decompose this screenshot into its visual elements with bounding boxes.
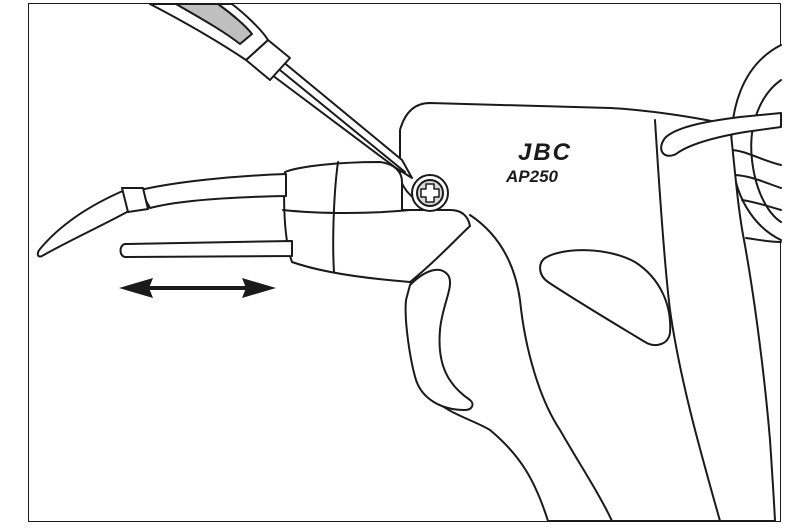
grip-seam [654, 119, 721, 522]
nozzle-holder [283, 161, 471, 283]
nozzle-holder-edge [332, 161, 339, 273]
nozzle-holder-seam [282, 209, 411, 214]
side-button [539, 249, 672, 346]
nozzle-tip [36, 189, 139, 258]
grip-seam-front [469, 214, 613, 522]
brand-label: JBC [518, 139, 572, 166]
right-hose [745, 237, 782, 243]
feed-tube [139, 173, 287, 209]
screw [411, 174, 449, 212]
screwdriver-handle [149, 3, 269, 61]
model-label: AP250 [505, 167, 559, 186]
adjust-arrow-icon [119, 278, 276, 298]
wire-guide [119, 240, 293, 258]
hose-connector [660, 112, 782, 157]
screwdriver-shaft-line [274, 65, 406, 173]
nozzle-tip-sleeve [121, 187, 149, 213]
trigger-handle [404, 268, 474, 411]
screwdriver-handle-grip [175, 3, 253, 45]
